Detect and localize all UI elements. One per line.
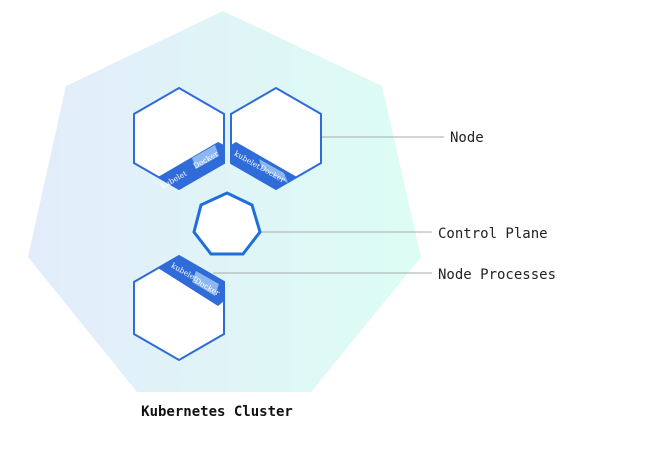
cluster-title: Kubernetes Cluster <box>141 404 293 420</box>
node-label: Node <box>450 130 484 146</box>
docker-badge <box>192 145 219 169</box>
control-plane-label: Control Plane <box>438 226 548 242</box>
control-plane-heptagon <box>192 191 262 256</box>
node-hexagon-2: kubelet Docker <box>230 86 322 191</box>
docker-badge <box>192 271 219 296</box>
node-hexagon-3: kubelet Docker <box>133 254 225 362</box>
node-processes-label: Node Processes <box>438 267 556 283</box>
node-badge-band <box>158 256 224 306</box>
node-hexagon-1: kubelet Docker <box>133 86 225 191</box>
docker-badge <box>259 159 288 183</box>
